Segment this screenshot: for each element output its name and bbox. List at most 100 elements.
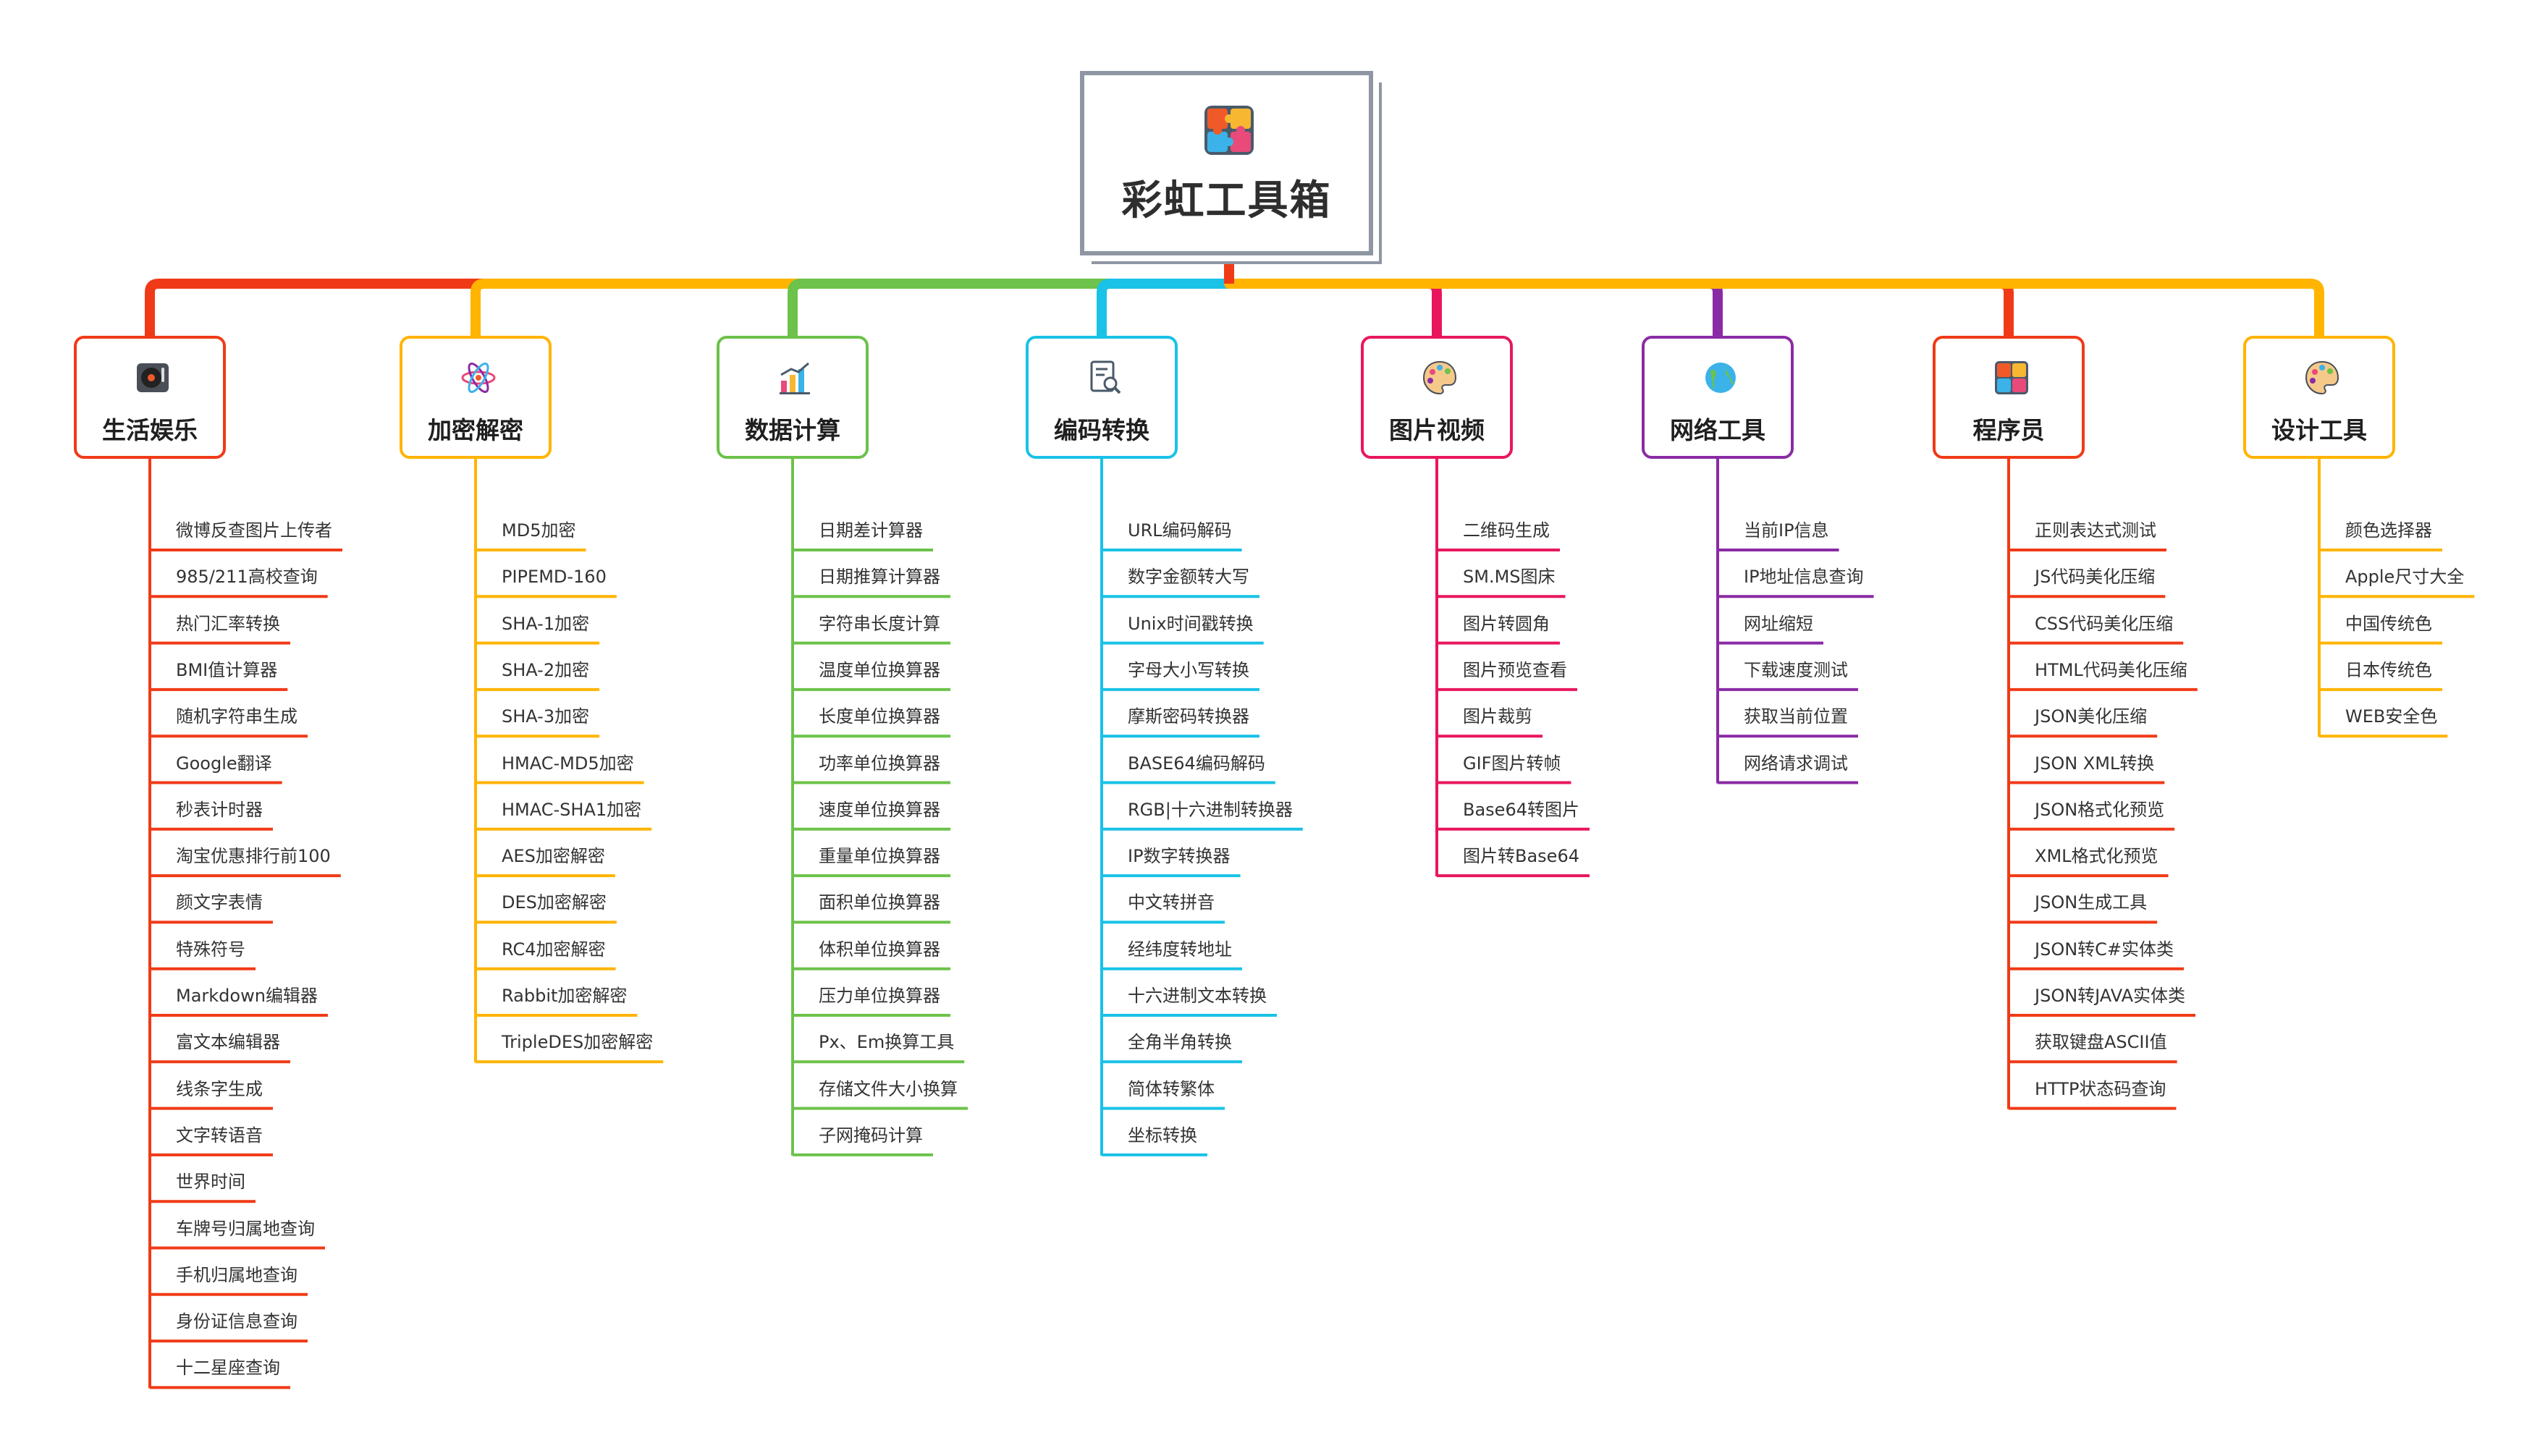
leaf-item[interactable]: 日期推算计算器: [819, 567, 940, 588]
leaf-item[interactable]: Google翻译: [176, 753, 272, 774]
leaf-item[interactable]: RGB|十六进制转换器: [1128, 799, 1293, 820]
leaf-item[interactable]: IP地址信息查询: [1744, 567, 1864, 588]
leaf-item[interactable]: HTTP状态码查询: [2035, 1078, 2166, 1099]
leaf-item[interactable]: Unix时间戳转换: [1128, 613, 1254, 634]
root-node[interactable]: 彩虹工具箱: [1080, 71, 1373, 255]
leaf-item[interactable]: JS代码美化压缩: [2035, 567, 2156, 588]
leaf-item[interactable]: 颜色选择器: [2345, 520, 2432, 541]
leaf-item[interactable]: 数字金额转大写: [1128, 567, 1249, 588]
leaf-item[interactable]: SHA-2加密: [502, 659, 590, 680]
leaf-item[interactable]: 面积单位换算器: [819, 892, 940, 913]
leaf-item[interactable]: 车牌号归属地查询: [176, 1218, 315, 1239]
leaf-item[interactable]: JSON转JAVA实体类: [2035, 986, 2185, 1006]
leaf-item[interactable]: 颜文字表情: [176, 892, 263, 913]
leaf-item[interactable]: Px、Em换算工具: [819, 1032, 955, 1053]
leaf-item[interactable]: 全角半角转换: [1128, 1032, 1232, 1053]
leaf-item[interactable]: URL编码解码: [1128, 520, 1232, 541]
leaf-item[interactable]: 手机归属地查询: [176, 1264, 297, 1285]
leaf-item[interactable]: JSON格式化预览: [2035, 799, 2165, 820]
leaf-item[interactable]: 富文本编辑器: [176, 1032, 280, 1053]
leaf-item[interactable]: 摩斯密码转换器: [1128, 706, 1249, 727]
leaf-item[interactable]: CSS代码美化压缩: [2035, 613, 2174, 634]
leaf-item[interactable]: 当前IP信息: [1744, 520, 1829, 541]
leaf-item[interactable]: 中文转拼音: [1128, 892, 1215, 913]
leaf-item[interactable]: 重量单位换算器: [819, 846, 940, 867]
leaf-item[interactable]: 子网掩码计算: [819, 1125, 923, 1146]
leaf-item[interactable]: 十六进制文本转换: [1128, 986, 1267, 1006]
leaf-item[interactable]: 图片裁剪: [1463, 706, 1532, 727]
leaf-item[interactable]: JSON生成工具: [2035, 892, 2148, 913]
leaf-item[interactable]: 微博反查图片上传者: [176, 520, 332, 541]
leaf-item[interactable]: HTML代码美化压缩: [2035, 659, 2187, 680]
leaf-item[interactable]: 网址缩短: [1744, 613, 1813, 634]
leaf-item[interactable]: 压力单位换算器: [819, 986, 940, 1006]
leaf-item[interactable]: 特殊符号: [176, 939, 245, 960]
leaf-item[interactable]: SHA-3加密: [502, 706, 590, 727]
leaf-item[interactable]: 世界时间: [176, 1172, 245, 1193]
leaf-item[interactable]: 随机字符串生成: [176, 706, 297, 727]
leaf-item[interactable]: 长度单位换算器: [819, 706, 940, 727]
leaf-item[interactable]: JSON XML转换: [2035, 753, 2155, 774]
leaf-item[interactable]: Rabbit加密解密: [502, 986, 628, 1006]
category-image[interactable]: 图片视频: [1361, 336, 1513, 459]
category-dev[interactable]: 程序员: [1933, 336, 2085, 459]
leaf-item[interactable]: 热门汇率转换: [176, 613, 280, 634]
category-network[interactable]: 网络工具: [1642, 336, 1794, 459]
leaf-item[interactable]: 温度单位换算器: [819, 659, 940, 680]
leaf-item[interactable]: Base64转图片: [1463, 799, 1579, 820]
leaf-item[interactable]: 淘宝优惠排行前100: [176, 846, 331, 867]
leaf-item[interactable]: 速度单位换算器: [819, 799, 940, 820]
category-crypto[interactable]: 加密解密: [400, 336, 552, 459]
leaf-item[interactable]: 获取键盘ASCII值: [2035, 1032, 2167, 1053]
leaf-item[interactable]: HMAC-SHA1加密: [502, 799, 642, 820]
leaf-item[interactable]: RC4加密解密: [502, 939, 606, 960]
leaf-item[interactable]: BMI值计算器: [176, 659, 278, 680]
leaf-item[interactable]: 线条字生成: [176, 1078, 263, 1099]
category-data[interactable]: 数据计算: [717, 336, 869, 459]
category-encode[interactable]: 编码转换: [1026, 336, 1178, 459]
leaf-item[interactable]: 坐标转换: [1128, 1125, 1197, 1146]
leaf-item[interactable]: XML格式化预览: [2035, 846, 2158, 867]
leaf-item[interactable]: 二维码生成: [1463, 520, 1550, 541]
leaf-item[interactable]: 体积单位换算器: [819, 939, 940, 960]
leaf-item[interactable]: 字符串长度计算: [819, 613, 940, 634]
leaf-item[interactable]: 简体转繁体: [1128, 1078, 1215, 1099]
leaf-item[interactable]: 正则表达式测试: [2035, 520, 2156, 541]
leaf-item[interactable]: PIPEMD-160: [502, 567, 607, 588]
leaf-item[interactable]: JSON转C#实体类: [2035, 939, 2174, 960]
leaf-item[interactable]: 日期差计算器: [819, 520, 923, 541]
leaf-item[interactable]: 存储文件大小换算: [819, 1078, 958, 1099]
leaf-item[interactable]: SM.MS图床: [1463, 567, 1556, 588]
leaf-item[interactable]: 经纬度转地址: [1128, 939, 1232, 960]
leaf-item[interactable]: Markdown编辑器: [176, 986, 318, 1006]
leaf-item[interactable]: 获取当前位置: [1744, 706, 1848, 727]
leaf-item[interactable]: AES加密解密: [502, 846, 605, 867]
leaf-item[interactable]: 图片预览查看: [1463, 659, 1567, 680]
leaf-item[interactable]: 图片转圆角: [1463, 613, 1550, 634]
leaf-item[interactable]: 身份证信息查询: [176, 1311, 297, 1332]
leaf-item[interactable]: 功率单位换算器: [819, 753, 940, 774]
leaf-item[interactable]: 网络请求调试: [1744, 753, 1848, 774]
leaf-item[interactable]: 下载速度测试: [1744, 659, 1848, 680]
leaf-item[interactable]: MD5加密: [502, 520, 576, 541]
category-life[interactable]: 生活娱乐: [74, 336, 226, 459]
leaf-item[interactable]: TripleDES加密解密: [502, 1032, 654, 1053]
leaf-item[interactable]: 日本传统色: [2345, 659, 2432, 680]
leaf-item[interactable]: HMAC-MD5加密: [502, 753, 634, 774]
leaf-item[interactable]: 中国传统色: [2345, 613, 2432, 634]
leaf-item[interactable]: JSON美化压缩: [2035, 706, 2148, 727]
leaf-item[interactable]: IP数字转换器: [1128, 846, 1231, 867]
leaf-item[interactable]: BASE64编码解码: [1128, 753, 1265, 774]
leaf-item[interactable]: Apple尺寸大全: [2345, 567, 2465, 588]
category-design[interactable]: 设计工具: [2243, 336, 2395, 459]
leaf-item[interactable]: 图片转Base64: [1463, 846, 1579, 867]
leaf-item[interactable]: GIF图片转帧: [1463, 753, 1561, 774]
leaf-item[interactable]: 十二星座查询: [176, 1358, 280, 1379]
leaf-item[interactable]: 秒表计时器: [176, 799, 263, 820]
leaf-item[interactable]: WEB安全色: [2345, 706, 2438, 727]
leaf-item[interactable]: SHA-1加密: [502, 613, 590, 634]
leaf-item[interactable]: 字母大小写转换: [1128, 659, 1249, 680]
leaf-item[interactable]: 文字转语音: [176, 1125, 263, 1146]
leaf-item[interactable]: 985/211高校查询: [176, 567, 318, 588]
leaf-item[interactable]: DES加密解密: [502, 892, 607, 913]
